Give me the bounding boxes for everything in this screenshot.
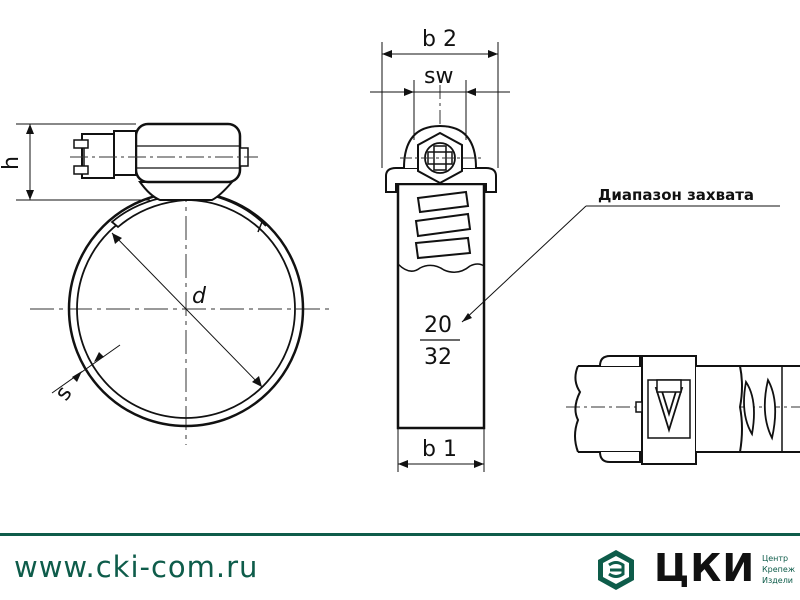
brand-tagline: Центр Крепеж Издели [762, 553, 800, 586]
cki-logo-icon [598, 550, 634, 590]
screw-housing [138, 181, 235, 201]
brand-name: ЦКИ [654, 546, 756, 590]
tagline-line-1: Центр [762, 554, 789, 563]
range-max: 32 [424, 345, 452, 370]
dim-b1-label: b 1 [422, 437, 457, 462]
dim-d-label: d [192, 284, 207, 309]
tagline-line-2: Крепеж [762, 565, 796, 574]
tagline-line-3: Издели [762, 576, 794, 585]
dim-s-label: s [50, 382, 77, 406]
dim-b2-label: b 2 [422, 27, 457, 52]
website-link[interactable]: www.cki-com.ru [14, 550, 259, 584]
range-min: 20 [424, 313, 452, 338]
dim-sw-label: sw [424, 64, 453, 89]
range-caption: Диапазон захвата [598, 186, 754, 204]
side-view: b 2 sw b 1 20 32 Диапазон захвата [370, 27, 780, 472]
detail-view [566, 355, 800, 465]
hose-clamp-drawing: h d s [0, 27, 800, 472]
footer-bar: www.cki-com.ru ЦКИ Центр Крепеж Издели [0, 533, 800, 600]
screw-head [113, 130, 137, 176]
front-view: h d s [0, 122, 330, 445]
dim-h-label: h [0, 156, 24, 170]
